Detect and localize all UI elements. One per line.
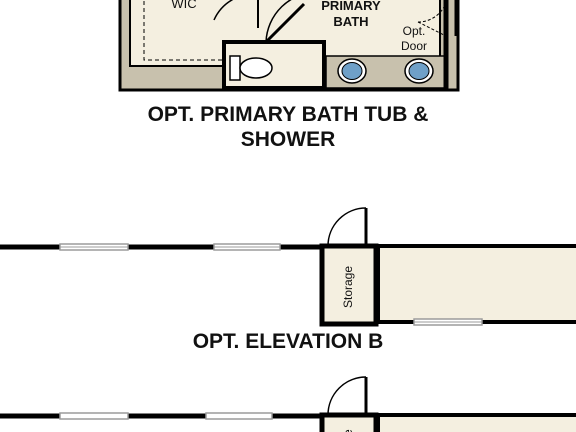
toilet <box>229 55 273 81</box>
room-label-wic: WIC <box>171 0 197 11</box>
bottom-storage-door-arc <box>327 376 367 416</box>
bottom-window-1 <box>59 412 129 420</box>
plan-primary-bath <box>118 0 460 92</box>
bottom-window-2 <box>205 412 273 420</box>
window-2 <box>213 243 281 251</box>
opt-door-note-line1: Opt. <box>402 24 426 38</box>
room-label-storage: Storage <box>341 265 355 308</box>
caption-primary-bath: OPT. PRIMARY BATH TUB & SHOWER <box>100 102 476 152</box>
storage-closet <box>319 243 379 327</box>
opt-door-note-line2: Door <box>400 39 427 53</box>
wc-door-arc <box>265 0 292 43</box>
opt-door-dashed-arc <box>417 0 448 23</box>
room-label-primary-bath-line1: PRIMARY <box>321 0 381 13</box>
garage-room <box>376 244 576 324</box>
sink-left <box>337 58 367 84</box>
caption-primary-bath-line1: OPT. PRIMARY BATH TUB & <box>147 103 429 126</box>
window-3 <box>413 318 483 326</box>
room-label-primary-bath: PRIMARY BATH <box>306 0 396 30</box>
plan-elevation-b <box>0 207 576 327</box>
opt-door-note: Opt. Door <box>392 24 436 54</box>
plan-bottom-partial <box>0 376 576 432</box>
wic-shelf-line <box>143 0 222 61</box>
storage-door-arc <box>327 207 367 247</box>
window-1 <box>59 243 129 251</box>
wc-door-leaf <box>264 2 306 44</box>
opt-door-dashed-leaf <box>417 21 447 37</box>
wic-door-arc <box>213 0 234 21</box>
caption-elevation-b: OPT. ELEVATION B <box>192 330 384 353</box>
bottom-garage-room <box>376 413 576 432</box>
sink-right <box>404 58 434 84</box>
caption-primary-bath-line2: SHOWER <box>240 128 336 151</box>
room-label-primary-bath-line2: BATH <box>333 14 369 29</box>
